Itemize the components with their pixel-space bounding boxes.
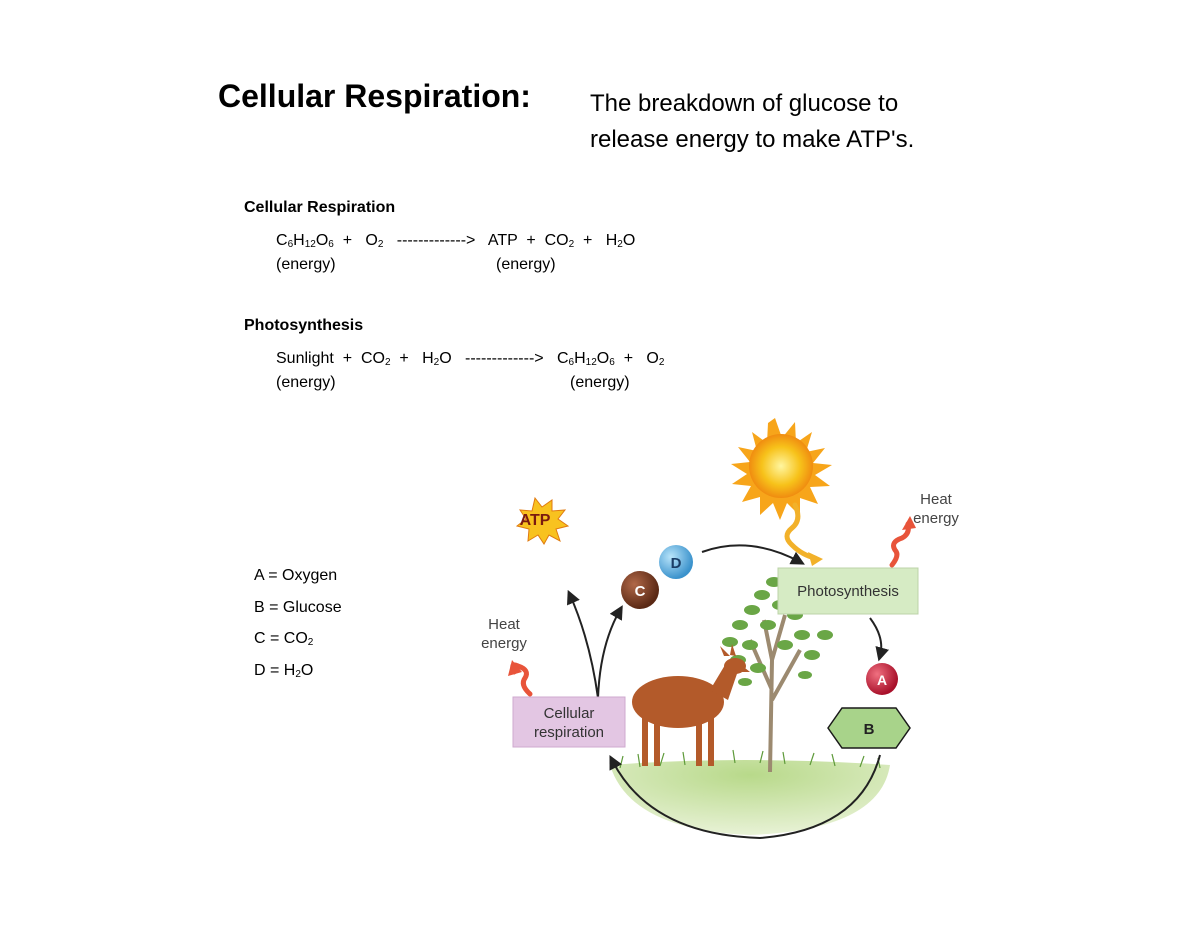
water-formula: H2O [422,350,452,368]
respiration-box-line-1: Cellular [544,705,595,722]
photosynthesis-heading: Photosynthesis [244,317,364,334]
co2-formula: CO2 [360,350,391,368]
heat-arrow-left-head [508,660,522,676]
cycle-arrow-bottom [609,754,881,840]
molecule-a-label: A [877,672,887,688]
cycle-arrow-left-up [567,589,599,699]
heat-energy-left-line-2: energy [481,635,527,652]
cycle-arrow-right [869,617,889,662]
grass-ground [610,760,890,835]
subtitle-line-2: release energy to make ATP's. [590,126,915,153]
respiration-box-line-2: respiration [534,724,604,741]
sunlight-ray-head [808,552,823,566]
heat-arrow-right-icon [889,521,911,568]
legend-b: B = Glucose [254,599,342,616]
molecule-b-label: B [864,721,875,738]
water-formula: H2O [605,232,636,250]
page-subtitle: The breakdown of glucose to release ener… [590,86,914,158]
energy-cycle-diagram: ATP Photosynthesis Cellular respir [481,418,959,840]
respiration-heading: Cellular Respiration [244,199,396,216]
molecule-d-label: D [671,555,682,572]
molecule-b-icon [827,707,911,749]
heat-energy-right-line-1: Heat [920,491,953,508]
heat-arrow-right-head [902,516,916,530]
respiration-energy-right: (energy) [496,256,556,273]
photosynthesis-energy-right: (energy) [570,374,630,391]
respiration-energy-left: (energy) [276,256,336,273]
heat-energy-right-line-2: energy [913,510,959,527]
cycle-arrow-top [701,544,805,565]
respiration-equation: C6H12O6 + O2 -------------> ATP + CO2 + … [276,232,636,250]
respiration-box [512,696,626,748]
sunlight-ray [784,502,818,561]
atp-term: ATP [487,232,518,249]
reaction-arrow: -------------> [465,350,544,367]
reaction-arrow: -------------> [396,232,476,249]
co2-formula: CO2 [544,232,575,250]
oxygen-formula: O2 [365,232,384,250]
molecule-c-icon [621,571,659,609]
legend-d: D = H2O [254,662,314,680]
sun-icon [731,418,832,520]
deer-icon [632,644,750,766]
photosynthesis-box [777,567,919,615]
photosynthesis-energy-left: (energy) [276,374,336,391]
heat-energy-left-line-1: Heat [488,616,521,633]
sunlight-term: Sunlight [276,350,334,367]
page-title: Cellular Respiration: [218,78,531,114]
subtitle-line-1: The breakdown of glucose to [590,90,899,117]
legend-a: A = Oxygen [254,567,338,584]
glucose-formula: C6H12O6 [276,232,334,250]
molecule-d-icon [659,545,693,579]
photosynthesis-box-label: Photosynthesis [797,583,899,600]
oxygen-formula: O2 [646,350,665,368]
atp-label: ATP [520,512,551,529]
photosynthesis-equation: Sunlight + CO2 + H2O -------------> C6H1… [276,350,665,368]
cycle-arrow-center-up [597,605,623,699]
atp-burst-icon: ATP [515,496,570,545]
glucose-formula: C6H12O6 [556,350,615,368]
molecule-c-label: C [635,583,646,600]
molecule-a-icon [866,663,898,695]
legend-c: C = CO2 [254,630,314,648]
